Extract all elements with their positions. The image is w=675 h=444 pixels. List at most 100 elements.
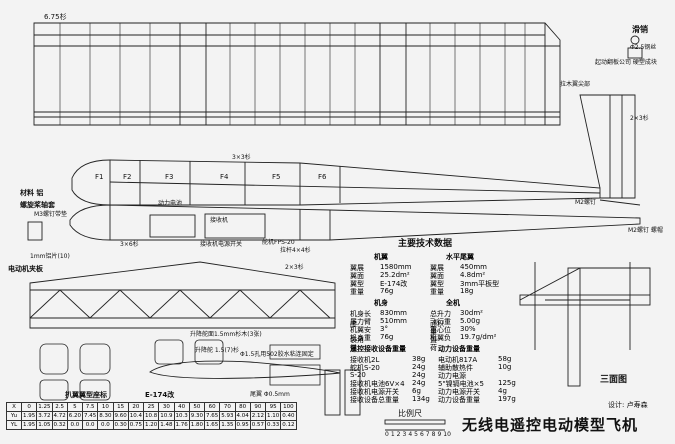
table-cell: 95 [264, 402, 282, 412]
table-cell: 2.5 [51, 402, 68, 412]
table-cell: 1.35 [219, 420, 236, 430]
slide-lock-detail: Φ2.5钢丝 [630, 44, 657, 51]
spec-key: 机翼负荷 [430, 334, 451, 352]
table-cell: 0.12 [280, 420, 297, 430]
spec-value: 24g [412, 371, 426, 379]
spec-value: 450mm [460, 263, 487, 271]
table-cell: 7.45 [81, 411, 99, 421]
spec-value: 4g [498, 387, 507, 395]
table-cell: 70 [219, 402, 236, 412]
scale-num: 4 [408, 431, 413, 438]
scale-num: 9 [437, 431, 442, 438]
table-row: YL 1.95 1.05 0.32 0.0 0.0 0.0 0.30 0.75 … [6, 420, 297, 430]
spec-key: 机身长度 [350, 310, 371, 328]
table-cell: 5.93 [219, 411, 236, 421]
m2-screw2-label: M2螺钉 [575, 199, 596, 206]
scale-num: 10 [443, 431, 451, 438]
table-cell: 1.10 [264, 411, 282, 421]
specs-heading: 主要技术数据 [398, 239, 453, 249]
table-cell: 0.30 [112, 420, 129, 430]
table-cell: 1.48 [158, 420, 175, 430]
scale-num: 2 [396, 431, 401, 438]
power-heading: 动力设备重量 [438, 345, 480, 353]
wing-front-clip-label: 起动翻板公司 硬塑成块 [595, 59, 657, 66]
spec-row: 机翼负荷 19.7g/dm² [430, 333, 504, 352]
spec-value: 10g [498, 363, 512, 371]
spec-value: 58g [498, 355, 512, 363]
table-cell: 9.30 [188, 411, 206, 421]
spec-value: 125g [498, 379, 516, 387]
table-cell: 1.80 [188, 420, 206, 430]
airfoil-label: E-174改 [145, 391, 175, 399]
spec-key: 重心位置 [430, 326, 451, 344]
spec-value: 19.7g/dm² [460, 333, 497, 341]
spec-value [498, 371, 520, 379]
motor-mount-label: 螺旋桨轴套 [20, 201, 55, 209]
table-cell: Yu [6, 411, 22, 421]
table-cell: 0.33 [264, 420, 282, 430]
table-cell: 0.0 [97, 420, 114, 430]
table-cell: 60 [203, 402, 221, 412]
designer-credit: 设计: 卢寿森 [608, 401, 648, 409]
front-view-label: 三面图 [600, 375, 628, 385]
scale-num: 0 [385, 431, 389, 438]
table-cell: 0.40 [280, 411, 297, 421]
wing-material-label: 6.75杉 [44, 13, 67, 21]
spec-value: 4.8dm² [460, 271, 486, 279]
spec-value: 134g [412, 395, 430, 403]
table-cell: 0.0 [81, 420, 99, 430]
spec-key: 动力电源 [438, 372, 466, 380]
front-view [519, 262, 651, 387]
wing-ribs [59, 23, 526, 125]
scale-num: 5 [414, 431, 418, 438]
scale-label: 比例尺 [398, 409, 422, 418]
spec-value: 197g [498, 395, 516, 403]
table-cell: 100 [280, 402, 297, 412]
m2-screw-label: M2螺钉 螺帽 [628, 227, 663, 234]
spec-key: 翼展 [430, 264, 444, 272]
table-cell: 4.04 [234, 411, 251, 421]
switch-label: 接收机电源开关 [200, 241, 243, 248]
spec-key: 飞行重量 [430, 318, 451, 336]
spec-key: 接收机电池6V×4 [350, 380, 405, 388]
spec-key: 翼面 [350, 272, 364, 280]
whole-heading: 全机 [446, 299, 460, 307]
spec-key: 舵机S-20 [350, 364, 380, 372]
spec-value: 38g [412, 355, 426, 363]
table-cell: 1.05 [36, 420, 53, 430]
fuselage-heading: 机身 [374, 299, 388, 307]
table-cell: 10.9 [158, 411, 175, 421]
table-cell: 1.95 [20, 420, 38, 430]
tail-dims-label: 尾翼 Φ0.5mm [250, 391, 290, 398]
table-cell: 4.72 [51, 411, 68, 421]
balsa-3x6-label: 3×6杉 [120, 241, 139, 248]
fuselage-side [71, 94, 641, 206]
hinge-note: Φ1.5孔用502胶水粘连固定 [240, 351, 314, 358]
table-cell: 1.25 [36, 402, 53, 412]
frame-f2: F2 [123, 173, 132, 181]
table-cell: 5 [66, 402, 84, 412]
table-cell: 1.20 [142, 420, 160, 430]
table-cell: 40 [173, 402, 190, 412]
prop-holder-label: 升降舵面1.5mm杉木(3张) [190, 331, 262, 338]
table-cell: 0.95 [234, 420, 251, 430]
table-cell: 10 [97, 402, 114, 412]
table-cell: 7.5 [81, 402, 99, 412]
spec-value: 18g [460, 287, 474, 295]
